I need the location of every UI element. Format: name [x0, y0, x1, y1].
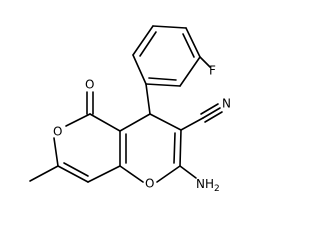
- aromatic-double-bond: [148, 77, 177, 81]
- pyranone-ring: [29, 91, 121, 183]
- bond: [89, 113, 121, 132]
- bond: [179, 129, 182, 167]
- bond: [152, 25, 187, 29]
- bond-c-nh2: [179, 165, 197, 179]
- pyran-oxygen-label: O: [145, 177, 154, 191]
- bond: [119, 113, 151, 132]
- bond-c-f: [199, 56, 211, 68]
- aromatic-double-bond: [139, 31, 157, 57]
- bond: [132, 25, 154, 56]
- triple-bond: [202, 107, 221, 119]
- bond-methyl: [29, 165, 59, 182]
- bond: [149, 113, 182, 131]
- aromatic-double-bond: [182, 33, 195, 58]
- bond: [156, 165, 181, 183]
- bond: [145, 83, 181, 87]
- bond: [179, 56, 201, 87]
- double-bond: [173, 132, 176, 164]
- triple-bond: [200, 103, 219, 115]
- bond: [132, 54, 147, 85]
- amino-nh-text: NH: [196, 177, 214, 191]
- fluorine-label: F: [209, 64, 216, 78]
- bond: [185, 27, 201, 58]
- carbonyl-oxygen-label: O: [85, 78, 94, 92]
- fluorophenyl-ring: [132, 25, 211, 87]
- lactone-oxygen-label: O: [53, 125, 62, 139]
- amino-subscript-text: 2: [214, 184, 220, 194]
- bond: [87, 165, 121, 183]
- nitrile-nitrogen-label: N: [222, 97, 231, 111]
- nitrile-group: [180, 103, 223, 131]
- chemical-structure: F N O O O NH2: [29, 25, 231, 194]
- bond: [65, 113, 91, 127]
- triple-bond: [204, 111, 223, 123]
- pyran-ring: [119, 83, 182, 183]
- bond: [53, 137, 59, 167]
- bond: [119, 165, 144, 183]
- bond-c4-phenyl: [145, 83, 151, 115]
- bond: [180, 117, 204, 131]
- bond: [57, 165, 89, 183]
- amino-label: NH2: [196, 177, 220, 194]
- double-bond: [63, 162, 89, 177]
